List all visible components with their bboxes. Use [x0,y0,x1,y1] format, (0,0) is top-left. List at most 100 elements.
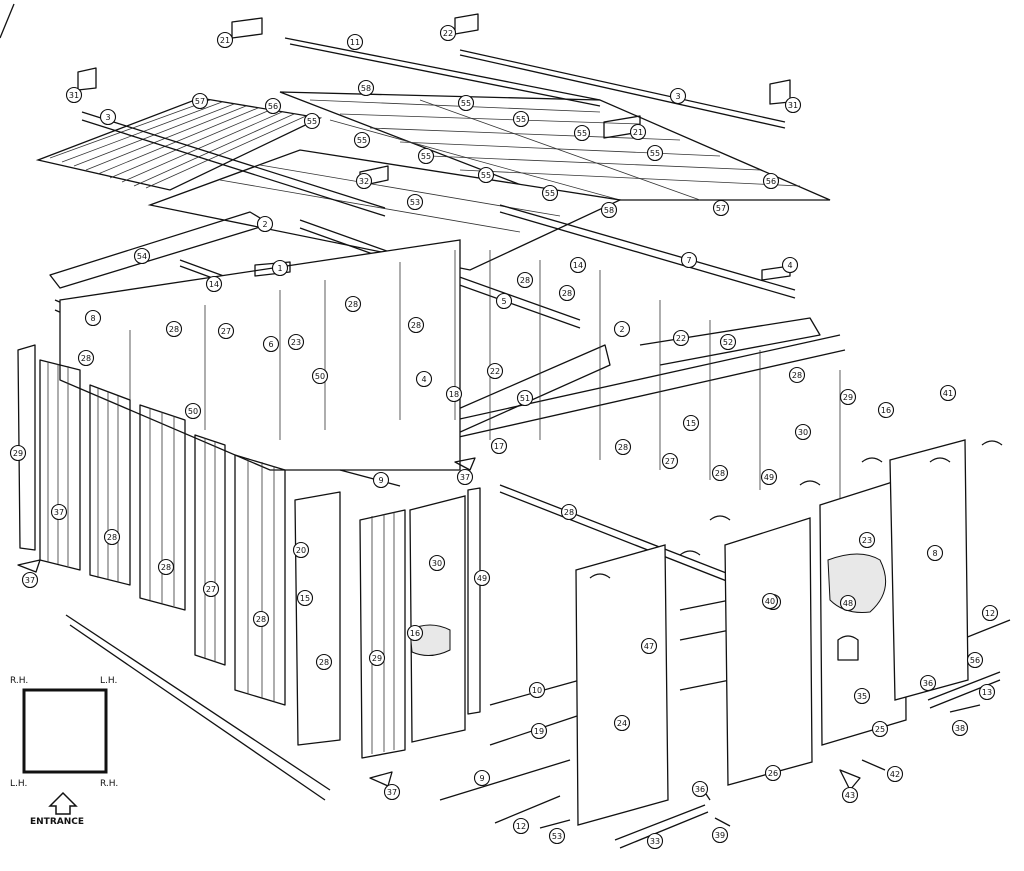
part-callout-22: 22 [672,329,690,347]
part-callout-3: 3 [669,87,687,105]
part-callout-28: 28 [344,295,362,313]
part-callout-label: 50 [315,372,325,381]
part-callout-label: 28 [107,533,117,542]
part-callout-28: 28 [165,320,183,338]
part-callout-16: 16 [877,401,895,419]
part-callout-label: 55 [421,152,431,161]
part-callout-label: 54 [137,252,147,261]
part-callout-label: 37 [460,473,470,482]
part-callout-27: 27 [661,452,679,470]
part-callout-label: 11 [350,38,360,47]
part-callout-label: 49 [764,473,774,482]
part-callout-label: 9 [378,476,383,485]
part-callout-29: 29 [368,649,386,667]
part-callout-label: 7 [686,256,691,265]
part-callout-4: 4 [415,370,433,388]
legend-bottom-left: L.H. [10,779,27,789]
part-callout-50: 50 [184,402,202,420]
part-callout-23: 23 [287,333,305,351]
part-callout-label: 55 [545,189,555,198]
part-callout-label: 28 [169,325,179,334]
part-callout-label: 29 [13,449,23,458]
part-callout-label: 53 [410,198,420,207]
orientation-legend: R.H. L.H. L.H. R.H. ENTRANCE [10,676,118,827]
part-callout-label: 38 [955,724,965,733]
part-callout-label: 55 [357,136,367,145]
door-panels [409,439,1003,826]
part-callout-label: 23 [291,338,301,347]
part-callout-label: 26 [768,769,778,778]
part-callout-24: 24 [613,714,631,732]
left-corrugated-wall [17,344,286,706]
part-callout-58: 58 [600,201,618,219]
part-callout-label: 19 [534,727,544,736]
front-wall-pieces [65,469,481,801]
part-callout-label: 48 [843,599,853,608]
part-callout-label: 56 [766,177,776,186]
part-callout-label: 12 [516,822,526,831]
part-callout-label: 55 [461,99,471,108]
part-callout-20: 20 [292,541,310,559]
part-callout-label: 57 [195,97,205,106]
part-callout-label: 28 [792,371,802,380]
part-callout-47: 47 [640,637,658,655]
part-callout-55: 55 [646,144,664,162]
part-callout-37: 37 [50,503,68,521]
part-callout-label: 53 [552,832,562,841]
part-callout-label: 15 [686,419,696,428]
part-callout-27: 27 [217,322,235,340]
part-callout-13: 13 [978,683,996,701]
part-callout-label: 29 [843,393,853,402]
part-callout-29: 29 [839,388,857,406]
part-callout-label: 58 [361,84,371,93]
part-callout-label: 37 [25,576,35,585]
part-callout-17: 17 [490,437,508,455]
part-callout-5: 5 [495,292,513,310]
part-callout-label: 24 [617,719,627,728]
part-callout-label: 14 [209,280,219,289]
part-callout-label: 28 [319,658,329,667]
part-callout-32: 32 [355,172,373,190]
part-callout-label: 31 [69,91,79,100]
part-callout-label: 4 [421,375,426,384]
part-callout-4: 4 [781,256,799,274]
part-callout-55: 55 [457,94,475,112]
part-callout-label: 33 [650,837,660,846]
part-callout-28: 28 [77,349,95,367]
part-callout-53: 53 [548,827,566,845]
part-callout-12: 12 [981,604,999,622]
part-callout-28: 28 [558,284,576,302]
part-callout-label: 30 [432,559,442,568]
part-callout-56: 56 [264,97,282,115]
part-callout-label: 28 [715,469,725,478]
part-callout-56: 56 [966,651,984,669]
part-callout-label: 17 [494,442,504,451]
part-callout-55: 55 [477,166,495,184]
legend-top-right: L.H. [100,676,117,686]
part-callout-6: 6 [262,335,280,353]
part-callout-label: 55 [577,129,587,138]
part-callout-label: 5 [501,297,506,306]
part-callout-label: 35 [857,692,867,701]
part-callout-label: 9 [479,774,484,783]
part-callout-label: 13 [982,688,992,697]
part-callout-label: 22 [443,29,453,38]
part-callout-1: 1 [271,259,289,277]
roof-panels [35,91,831,271]
part-callout-8: 8 [84,309,102,327]
part-callout-53: 53 [406,193,424,211]
part-callout-55: 55 [512,110,530,128]
part-callout-label: 2 [619,325,624,334]
part-callout-37: 37 [383,783,401,801]
part-callout-21: 21 [629,123,647,141]
part-callout-22: 22 [439,24,457,42]
part-callout-label: 55 [307,117,317,126]
part-callout-label: 15 [300,594,310,603]
part-callout-label: 50 [188,407,198,416]
part-callout-label: 2 [262,220,267,229]
part-callout-label: 28 [256,615,266,624]
part-callout-label: 20 [296,546,306,555]
part-callout-label: 27 [665,457,675,466]
part-callout-label: 21 [220,36,230,45]
part-callout-15: 15 [296,589,314,607]
